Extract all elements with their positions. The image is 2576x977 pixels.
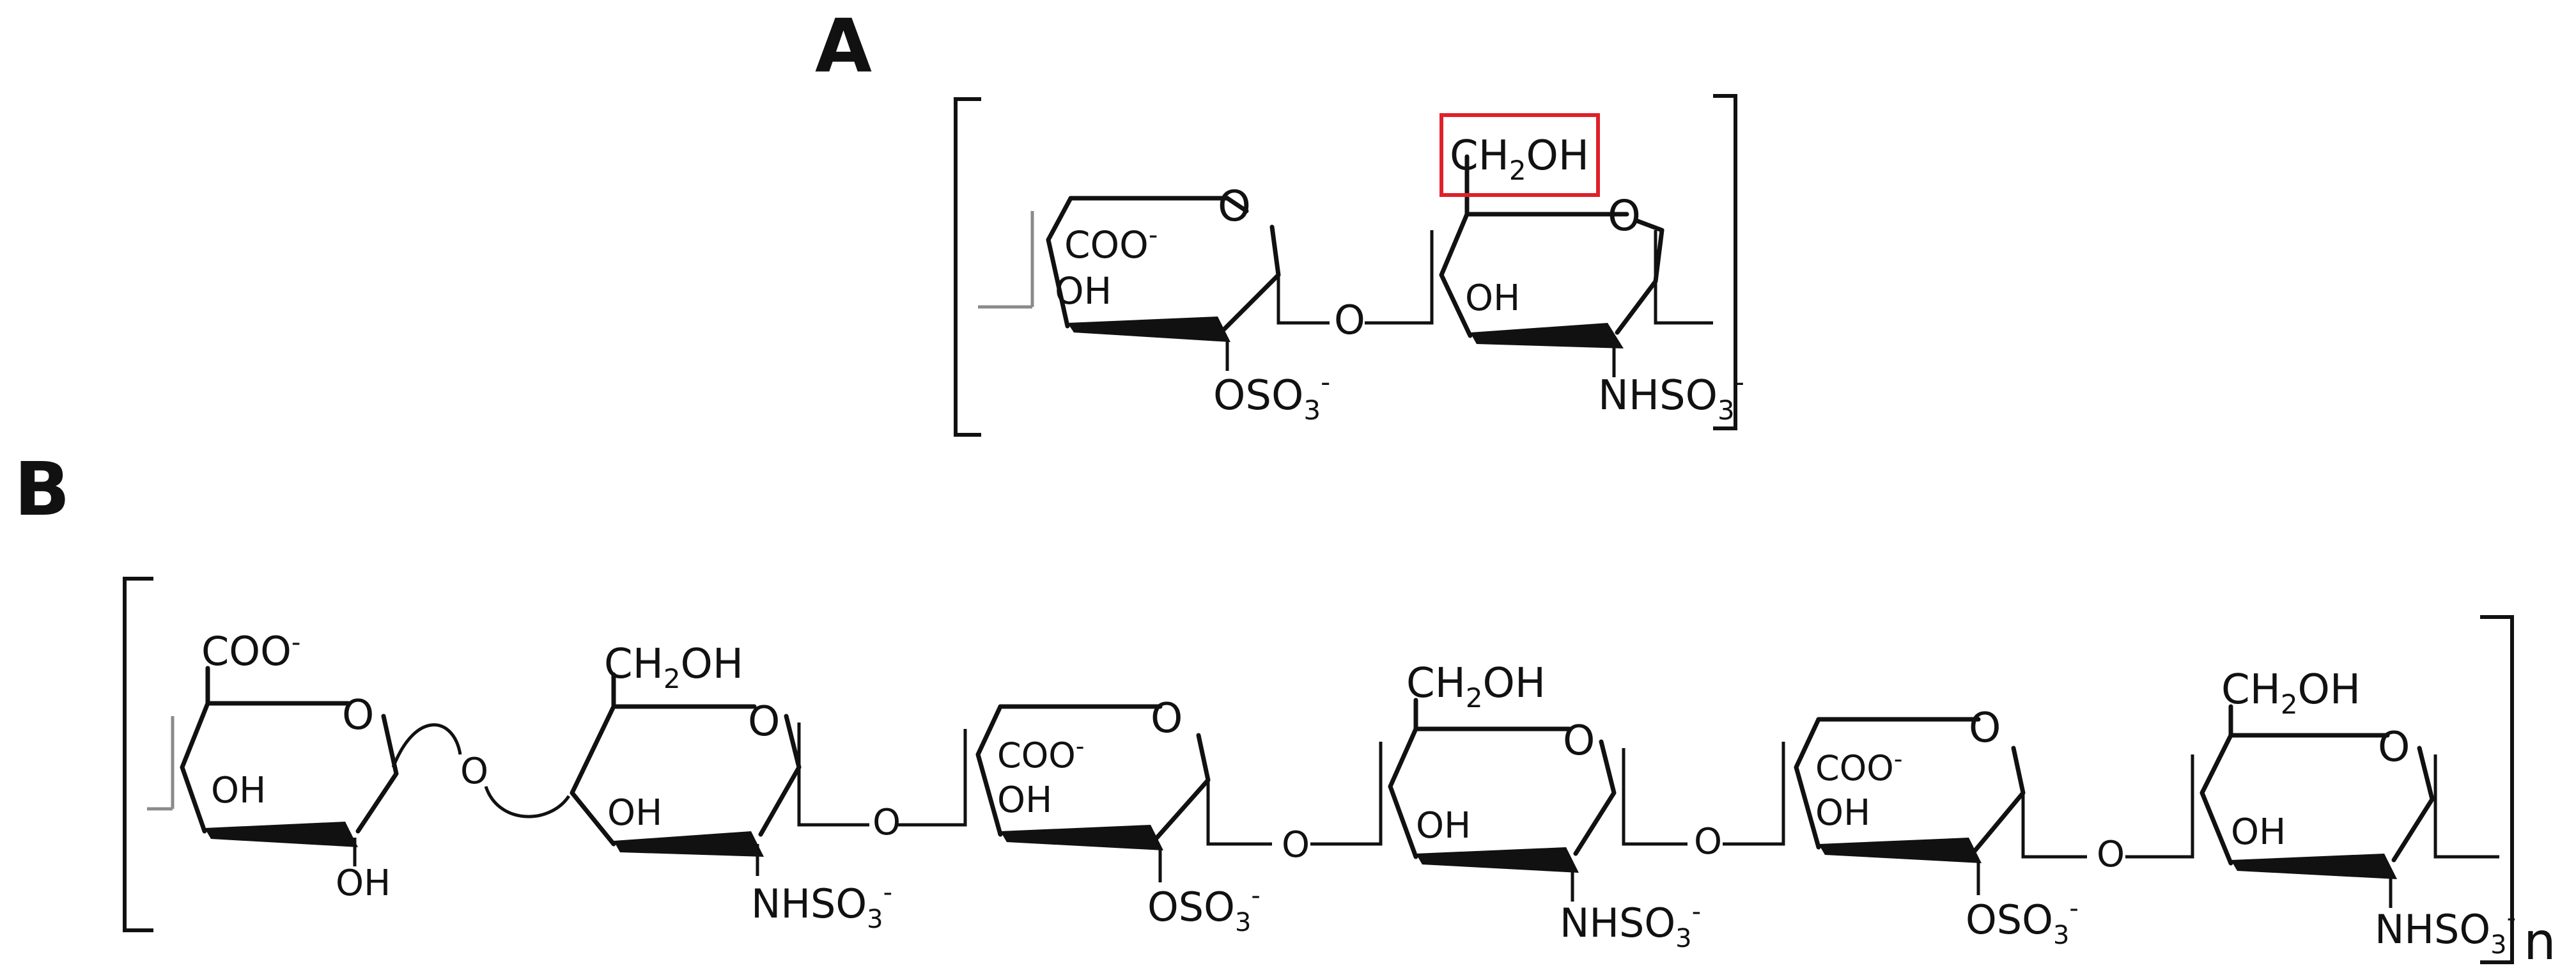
glucosamine-ring-b3	[1388, 698, 1688, 902]
glycosidic-oxygen-b1: O	[460, 751, 488, 792]
linker-bond-b2	[898, 729, 967, 827]
right-bracket-a	[1713, 94, 1737, 430]
ring-oxygen-a1: O	[1218, 182, 1251, 231]
repeat-subscript-n: n	[2524, 912, 2556, 971]
left-bracket-a	[954, 97, 981, 437]
hydroxyl-label-b0a: OH	[211, 770, 266, 811]
ring-oxygen-b3: O	[1563, 717, 1595, 765]
hydroxyl-label-b3: OH	[1416, 805, 1471, 847]
sulfate-label-b2: OSO3-	[1147, 881, 1261, 937]
first-uronic-ring-b	[147, 666, 399, 866]
panel-b-structure: n COO- O OH OH O CH2OH O	[123, 577, 2556, 971]
hydroxymethyl-label-a: CH2OH	[1450, 132, 1589, 186]
uronic-acid-ring-a	[978, 196, 1330, 371]
glycosidic-oxygen-b4: O	[1694, 821, 1722, 863]
left-bracket-b	[123, 577, 153, 932]
glycosidic-oxygen-b5: O	[2097, 834, 2125, 875]
hydroxyl-label-b5: OH	[2231, 811, 2286, 853]
hydroxymethyl-label-b3: CH2OH	[1406, 660, 1546, 714]
sulfamate-label-b5: NHSO3-	[2375, 903, 2516, 960]
ring-oxygen-b2: O	[1151, 695, 1183, 742]
hydroxymethyl-label-b1: CH2OH	[604, 641, 743, 694]
linker-bond-b5	[2125, 754, 2194, 859]
right-bracket-b	[2480, 615, 2514, 964]
sulfamate-label-a: NHSO3-	[1598, 366, 1744, 426]
uronic-ring-b4	[1794, 717, 2087, 895]
ring-oxygen-b1: O	[748, 698, 780, 746]
hydroxyl-label-a1: OH	[1055, 269, 1112, 313]
sulfamate-label-b3: NHSO3-	[1560, 897, 1701, 953]
hydroxyl-label-a2: OH	[1465, 277, 1520, 319]
hydroxyl-label-b4: OH	[1815, 792, 1870, 834]
hydroxyl-label-b2: OH	[997, 779, 1052, 821]
curved-bond-2	[484, 786, 571, 818]
ring-oxygen-b5: O	[2378, 724, 2410, 771]
glycosidic-oxygen-b2: O	[873, 802, 901, 843]
uronic-ring-b2	[975, 704, 1272, 882]
ring-oxygen-b0: O	[342, 692, 374, 739]
panel-a-structure: O COO- OH OSO3- O CH2OH O OH NHSO3-	[954, 94, 1744, 437]
hydroxyl-label-b0b: OH	[336, 863, 391, 904]
glycosidic-oxygen-a: O	[1334, 297, 1365, 343]
carboxylate-label-b0: COO-	[201, 628, 300, 675]
sulfamate-label-b1: NHSO3-	[751, 878, 892, 934]
ring-oxygen-b4: O	[1969, 705, 2001, 752]
linker-bond-b4	[1723, 742, 1785, 846]
glycosidic-oxygen-b3: O	[1282, 824, 1310, 866]
hydroxyl-label-b1: OH	[607, 792, 662, 834]
glucosamine-ring-b1	[570, 672, 869, 876]
linker-bond-a	[1365, 230, 1434, 325]
sulfate-label-a: OSO3-	[1213, 366, 1330, 426]
panel-label-a: A	[815, 4, 872, 90]
sulfate-label-b4: OSO3-	[1966, 894, 2079, 950]
carboxylate-label-a: COO-	[1064, 221, 1158, 267]
highlight-box	[1439, 113, 1600, 197]
linker-bond-b3	[1310, 742, 1383, 846]
glucosamine-ring-a	[1430, 154, 1713, 377]
carboxylate-label-b2: COO-	[997, 732, 1084, 776]
hydroxymethyl-label-b5: CH2OH	[2221, 666, 2361, 720]
curved-bond-1	[391, 723, 462, 768]
carboxylate-label-b4: COO-	[1815, 745, 1902, 788]
ring-oxygen-a2: O	[1608, 191, 1641, 240]
glucosamine-ring-b5	[2200, 704, 2499, 908]
panel-label-b: B	[14, 447, 70, 533]
